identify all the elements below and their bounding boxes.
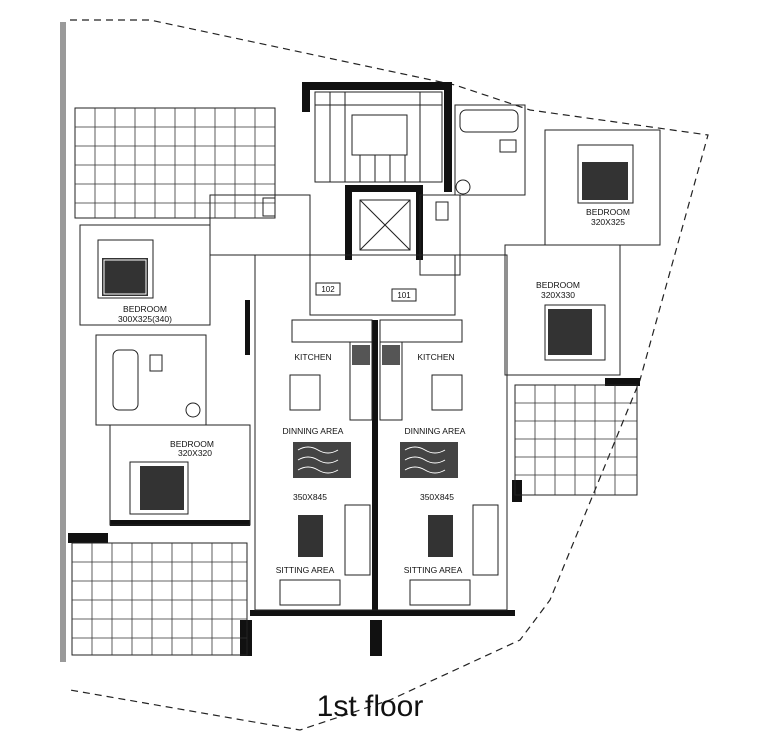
- bed-e: [544, 304, 606, 361]
- kitchen-right-label: KITCHEN: [417, 352, 454, 362]
- dining-right-size: 350X845: [420, 492, 454, 502]
- bedroom-nw-label: BEDROOM: [123, 304, 167, 314]
- bedroom-sw-size: 320X320: [178, 448, 212, 458]
- dining-right-label: DINNING AREA: [405, 426, 466, 436]
- door-tag-102: [315, 282, 341, 296]
- lift: [359, 199, 411, 251]
- interior-walls: [79, 104, 661, 611]
- bedroom-ne-label: BEDROOM: [586, 207, 630, 217]
- balcony-e: [514, 384, 638, 496]
- balcony-sw: [71, 542, 248, 656]
- sitting-left-label: SITTING AREA: [276, 565, 335, 575]
- sitting-right-label: SITTING AREA: [404, 565, 463, 575]
- bath-fixtures: [112, 109, 519, 418]
- floor-title: 1st floor: [316, 690, 424, 723]
- bed-sw: [129, 461, 189, 515]
- dining-left-size: 350X845: [293, 492, 327, 502]
- sitting-furniture: [279, 504, 499, 606]
- door-tag-101: [391, 288, 417, 302]
- balcony-nw: [74, 107, 276, 219]
- bedroom-e-size: 320X330: [541, 290, 575, 300]
- door-number-102: 102: [321, 285, 335, 294]
- kitchen-left-label: KITCHEN: [294, 352, 331, 362]
- bed-nw: [97, 239, 154, 299]
- bedroom-nw-size: 300X325(340): [118, 314, 172, 324]
- staircase: [314, 91, 443, 183]
- bedroom-e-label: BEDROOM: [536, 280, 580, 290]
- dining-left-label: DINNING AREA: [283, 426, 344, 436]
- bedroom-sw-label: BEDROOM: [170, 439, 214, 449]
- site-wall: [60, 22, 66, 662]
- kitchen-counters: [289, 319, 463, 421]
- bed-ne: [577, 144, 634, 204]
- dining-tables: [293, 442, 458, 478]
- outer-walls: [68, 82, 640, 656]
- door-number-101: 101: [397, 291, 411, 300]
- bedroom-ne-size: 320X325: [591, 217, 625, 227]
